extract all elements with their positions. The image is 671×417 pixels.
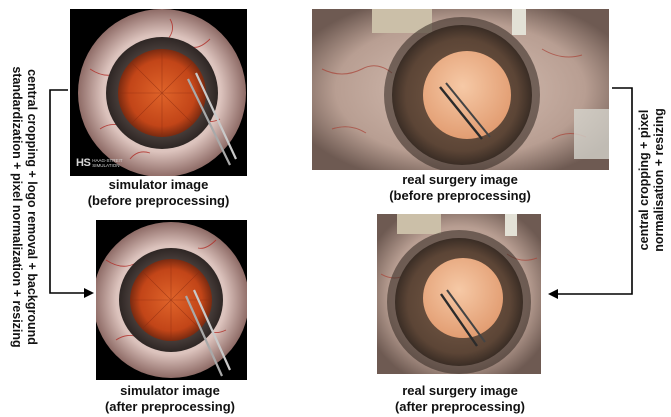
right-label-line-2: normalisation + resizing bbox=[652, 108, 666, 251]
logo-text-line-2: SIMULATION bbox=[92, 163, 119, 168]
logo-text: HAAG-STREIT SIMULATION bbox=[92, 158, 122, 168]
right-process-label: central cropping + pixel normalisation +… bbox=[637, 108, 667, 251]
caption-simulator-before: simulator image (before preprocessing) bbox=[70, 177, 247, 209]
caption-line-2: (after preprocessing) bbox=[105, 399, 235, 414]
simulator-logo: HS HAAG-STREIT SIMULATION bbox=[76, 157, 123, 169]
caption-line-1: simulator image bbox=[120, 383, 220, 398]
real-surgery-image-after bbox=[377, 214, 541, 374]
caption-line-2: (before preprocessing) bbox=[88, 193, 230, 208]
caption-simulator-after: simulator image (after preprocessing) bbox=[70, 383, 270, 415]
right-label-line-1: central cropping + pixel bbox=[637, 110, 651, 251]
caption-real-before: real surgery image (before preprocessing… bbox=[360, 172, 560, 204]
simulator-image-before: HS HAAG-STREIT SIMULATION bbox=[70, 9, 247, 176]
caption-line-2: (before preprocessing) bbox=[389, 188, 531, 203]
left-label-line-2: standardization + pixel normalization + … bbox=[10, 66, 24, 347]
logo-mark: HS bbox=[76, 157, 90, 169]
caption-line-2: (after preprocessing) bbox=[395, 399, 525, 414]
caption-line-1: real surgery image bbox=[402, 383, 518, 398]
caption-line-1: real surgery image bbox=[402, 172, 518, 187]
left-process-label: central cropping + logo removal + backgr… bbox=[9, 66, 39, 347]
real-surgery-image-before bbox=[312, 9, 609, 170]
left-label-line-1: central cropping + logo removal + backgr… bbox=[25, 69, 39, 345]
caption-real-after: real surgery image (after preprocessing) bbox=[360, 383, 560, 415]
simulator-image-after bbox=[96, 220, 247, 380]
caption-line-1: simulator image bbox=[109, 177, 209, 192]
